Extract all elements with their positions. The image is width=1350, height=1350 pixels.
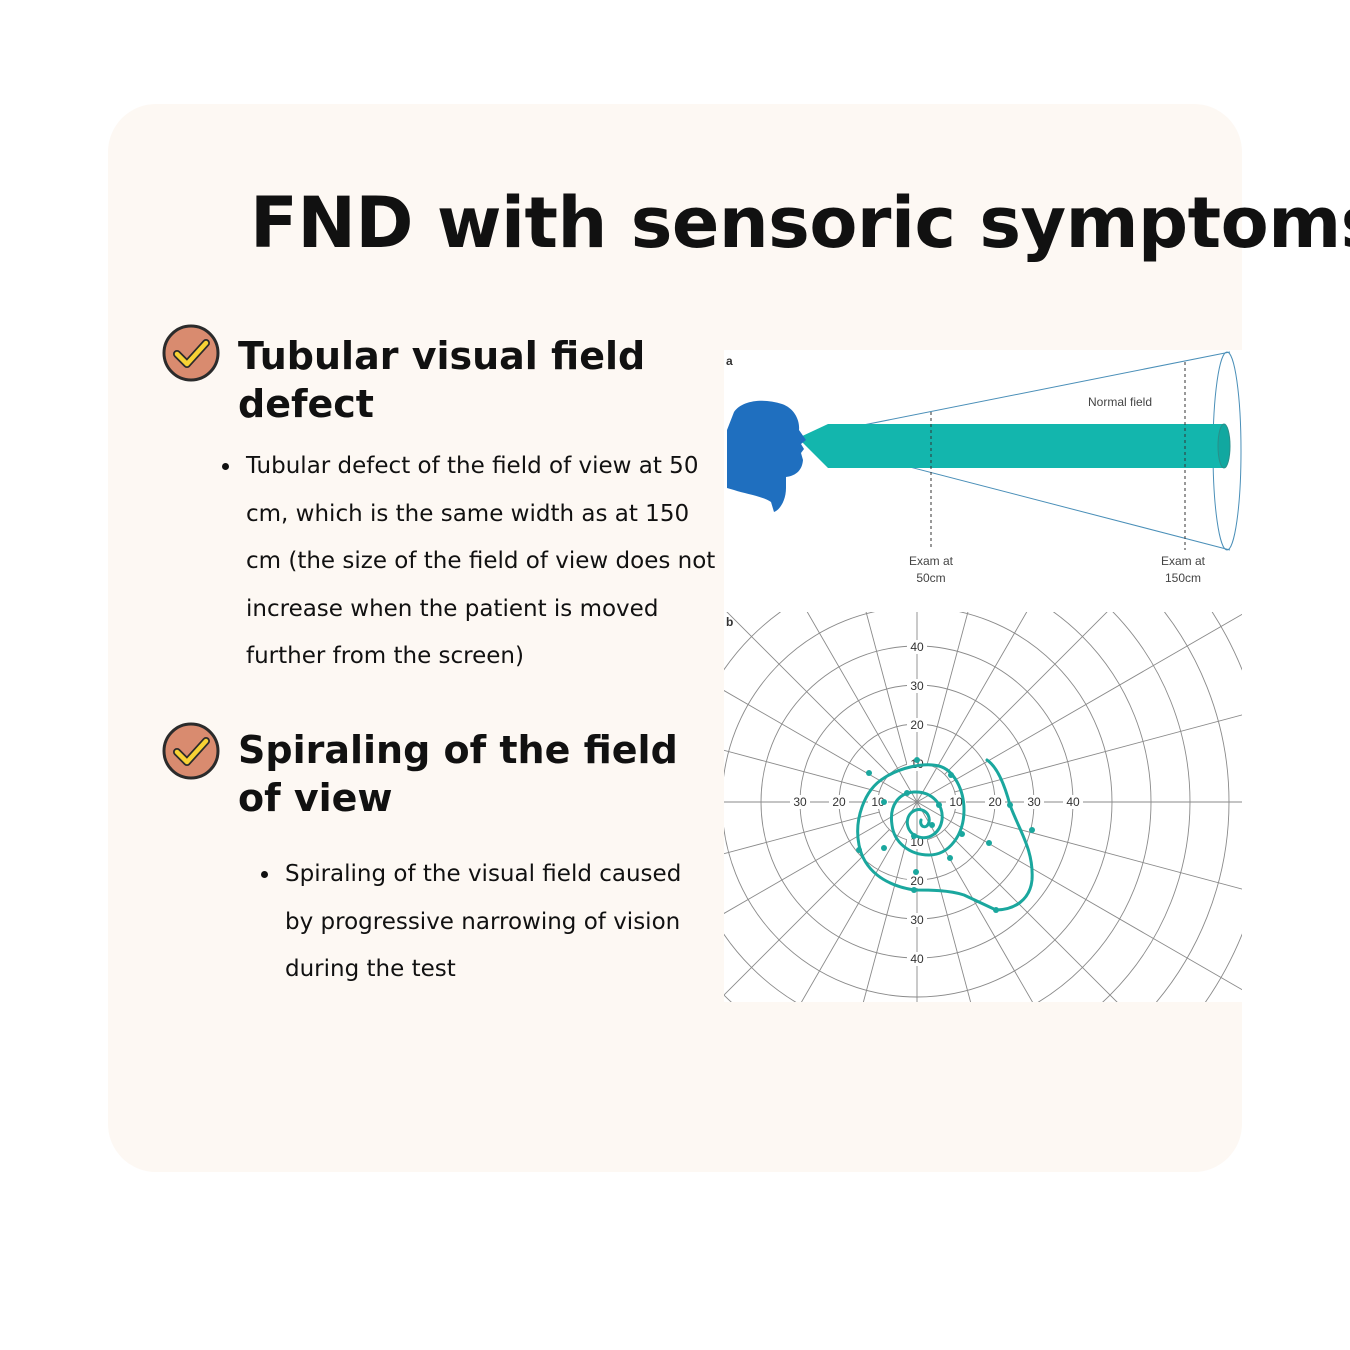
spiral-point xyxy=(866,770,872,776)
tubular-field xyxy=(798,424,1224,468)
ring-label: 40 xyxy=(910,640,924,654)
spiral-points xyxy=(856,757,1035,913)
bullet-item: Tubular defect of the field of view at 5… xyxy=(242,443,722,681)
spiral-point xyxy=(948,772,954,778)
normal-field-label: Normal field xyxy=(1088,395,1152,409)
exam-150-label-1: Exam at xyxy=(1161,554,1206,568)
spiral-point xyxy=(1029,827,1035,833)
grid-spoke xyxy=(944,829,1118,1002)
ring-label: 20 xyxy=(910,718,924,732)
checkmark-circle-icon xyxy=(162,324,220,382)
bullet-item: Spiraling of the visual field caused by … xyxy=(281,851,701,994)
perimetry-polar-grid xyxy=(724,412,1242,1002)
grid-spoke xyxy=(806,612,918,803)
ring-label: 40 xyxy=(910,952,924,966)
panel-a-letter: a xyxy=(726,354,733,368)
spiral-point xyxy=(993,907,999,913)
grid-ring xyxy=(724,412,1242,1002)
grid-spoke xyxy=(726,612,890,775)
ring-label: 30 xyxy=(910,679,924,693)
spiral-point xyxy=(947,855,953,861)
normal-field-upper-edge xyxy=(797,351,1231,439)
grid-ring xyxy=(724,612,1191,1002)
spiral-point xyxy=(936,802,942,808)
ring-label: 10 xyxy=(871,795,885,809)
grid-spoke xyxy=(916,613,1242,803)
ring-label: 30 xyxy=(793,795,807,809)
grid-spoke xyxy=(862,839,908,1002)
spiral-point xyxy=(856,847,862,853)
ring-label: 20 xyxy=(910,874,924,888)
ring-label: 20 xyxy=(832,795,846,809)
section-heading-spiraling: Spiraling of the field of view xyxy=(238,728,678,820)
grid-spoke xyxy=(801,801,918,1002)
spiral-point xyxy=(914,757,920,763)
grid-spoke xyxy=(916,801,1242,991)
visual-field-figure: a Normal field Exam at 50cm Exam at 150c… xyxy=(724,350,1242,1002)
ring-label: 20 xyxy=(988,795,1002,809)
grid-ring xyxy=(724,612,1152,1002)
spiral-point xyxy=(986,840,992,846)
grid-ring xyxy=(1204,612,1242,1002)
grid-spoke xyxy=(865,612,908,765)
grid-spoke xyxy=(926,839,972,1002)
grid-spoke xyxy=(944,612,1108,775)
ring-label: 40 xyxy=(1066,795,1080,809)
exam-50-label-1: Exam at xyxy=(909,554,954,568)
grid-spoke xyxy=(954,811,1242,890)
ring-label: 10 xyxy=(949,795,963,809)
spiral-point xyxy=(911,833,917,839)
spiral-point xyxy=(1007,802,1013,808)
ring-label: 30 xyxy=(1027,795,1041,809)
ring-label: 30 xyxy=(910,913,924,927)
spiral-point xyxy=(911,887,917,893)
grid-spoke xyxy=(724,690,918,803)
exam-50-label-2: 50cm xyxy=(916,571,945,585)
exam-150-label-2: 150cm xyxy=(1165,571,1201,585)
spiral-point xyxy=(881,845,887,851)
spiral-point xyxy=(881,799,887,805)
bullet-list-spiraling: Spiraling of the visual field caused by … xyxy=(257,851,701,994)
head-silhouette xyxy=(727,400,806,512)
grid-spoke xyxy=(724,801,918,914)
grid-spoke xyxy=(916,612,1028,803)
grid-spoke xyxy=(724,749,880,793)
section-heading-tubular: Tubular visual field defect xyxy=(238,334,646,426)
grid-spoke xyxy=(954,714,1242,793)
grid-spoke xyxy=(926,612,969,765)
tubular-field-end xyxy=(1217,423,1231,469)
spiral-point xyxy=(929,822,935,828)
grid-spoke xyxy=(724,811,880,855)
page-title: FND with sensoric symptoms xyxy=(250,182,1350,264)
panel-b-letter: b xyxy=(726,615,733,629)
grid-spoke xyxy=(916,801,1033,1002)
spiral-point xyxy=(904,790,910,796)
spiral-point xyxy=(959,831,965,837)
checkmark-circle-icon xyxy=(162,722,220,780)
spiral-point xyxy=(913,869,919,875)
bullet-list-tubular: Tubular defect of the field of view at 5… xyxy=(218,443,722,681)
grid-spoke xyxy=(724,829,890,996)
grid-ring xyxy=(1155,612,1230,1002)
